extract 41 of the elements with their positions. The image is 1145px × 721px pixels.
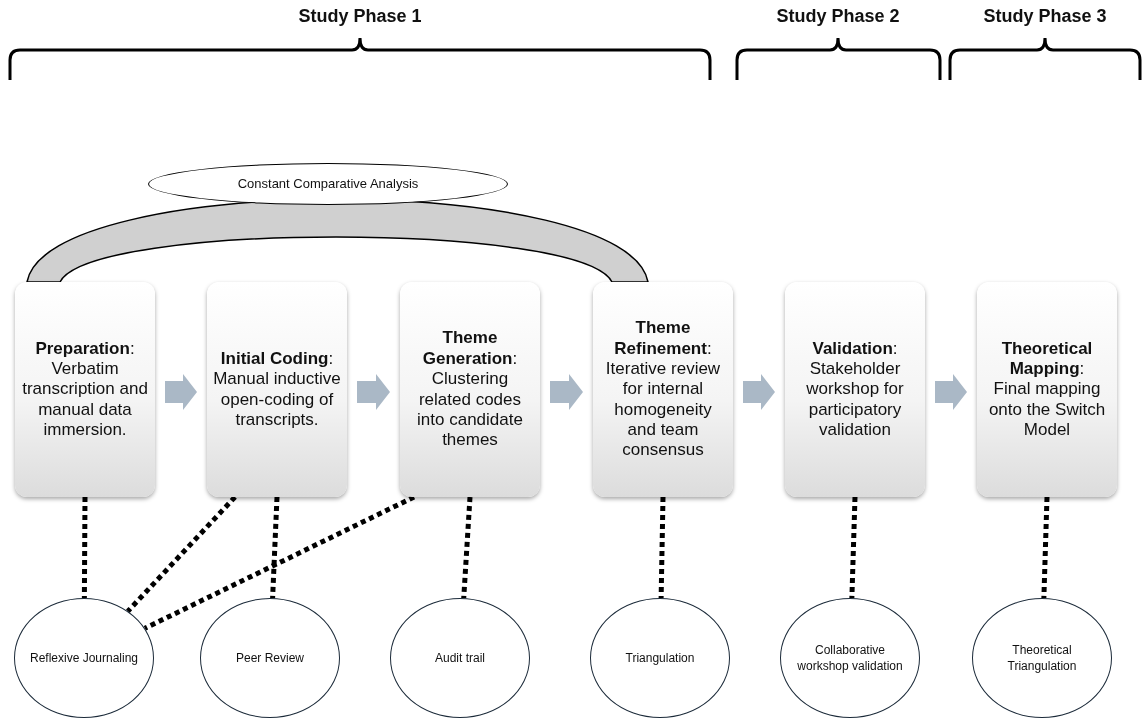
strategy-circle: Triangulation — [590, 598, 730, 718]
process-box — [400, 282, 540, 497]
process-box — [15, 282, 155, 497]
process-box — [977, 282, 1117, 497]
dotted-connector — [270, 496, 280, 599]
dotted-connector — [658, 496, 666, 599]
dotted-connector — [81, 497, 88, 598]
step-description: Verbatim transcription and manual data immersion. — [21, 358, 149, 441]
step-heading: Preparation: — [35, 338, 135, 359]
method-ellipse: Constant Comparative Analysis — [148, 163, 508, 205]
step-description: Stakeholder workshop for participatory validation — [805, 358, 905, 441]
phase-title: Study Phase 3 — [983, 6, 1107, 27]
step-description: Manual inductive open-coding of transcripts. — [213, 369, 341, 431]
dotted-connector — [1041, 496, 1050, 599]
step-heading: Theme Refinement: — [613, 318, 713, 359]
block-arrow — [743, 374, 775, 410]
strategy-circle: Theoretical Triangulation — [972, 598, 1112, 718]
step-description: Final mapping onto the Switch Model — [987, 379, 1107, 441]
process-box — [593, 282, 733, 497]
block-arrow — [165, 374, 197, 410]
step-heading: Validation: — [812, 338, 898, 359]
step-heading: Theme Generation: — [421, 328, 519, 370]
phase-title: Study Phase 1 — [298, 6, 422, 27]
dotted-connector — [126, 495, 237, 613]
step-description: Clustering related codes into candidate themes — [416, 369, 524, 451]
strategy-circle: Collaborative workshop validation — [780, 598, 920, 718]
step-heading: Theoretical Mapping: — [1000, 338, 1094, 380]
block-arrow — [550, 374, 583, 410]
block-arrow — [935, 374, 967, 410]
strategy-circle: Peer Review — [200, 598, 340, 718]
dotted-connector — [849, 496, 858, 599]
dotted-connector — [143, 494, 416, 631]
dotted-connector — [461, 496, 473, 599]
strategy-circle: Audit trail — [390, 598, 530, 718]
process-box — [785, 282, 925, 497]
process-box — [207, 282, 347, 497]
step-heading: Initial Coding: — [220, 348, 334, 370]
step-description: Iterative review for internal homogeneity and team consensus — [604, 358, 722, 461]
strategy-circle: Reflexive Journaling — [14, 598, 154, 718]
block-arrow — [357, 374, 390, 410]
phase-title: Study Phase 2 — [776, 6, 900, 27]
